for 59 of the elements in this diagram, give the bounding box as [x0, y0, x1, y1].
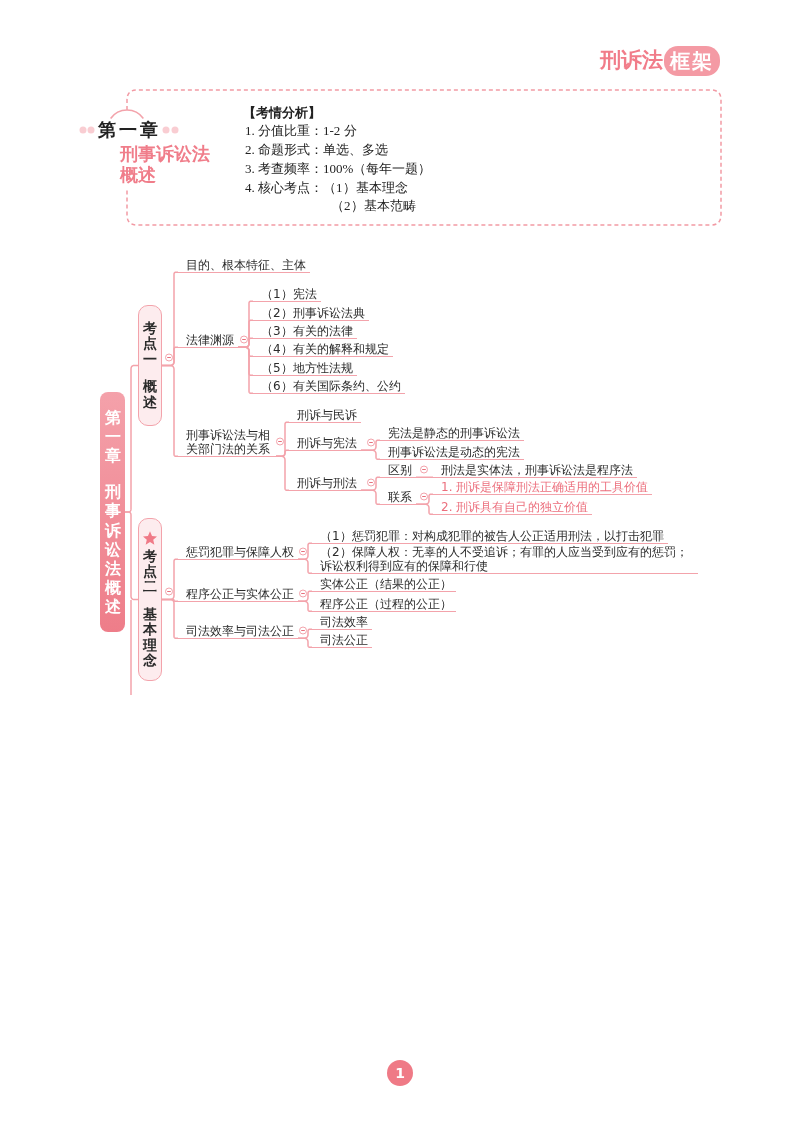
- branch-topic: 1. 刑诉是保障刑法正确适用的工具价值: [433, 480, 653, 495]
- connector-line: [297, 558, 313, 574]
- branch-topic: 刑事诉讼法与相关部门法的关系: [178, 428, 276, 457]
- branch-topic: 司法效率: [312, 615, 372, 630]
- branch-topic: 刑诉与宪法: [289, 436, 361, 451]
- branch-topic: 司法公正: [312, 633, 372, 648]
- branch-topic: 刑事诉讼法是动态的宪法: [380, 445, 524, 460]
- branch-topic: （1）惩罚犯罪：对构成犯罪的被告人公正适用刑法，以打击犯罪: [312, 529, 668, 544]
- branch-topic: （2）刑事诉讼法典: [253, 306, 369, 321]
- branch-topic: 联系: [380, 490, 416, 505]
- exam-note: （2）基本范畴: [331, 197, 416, 215]
- branch-topic: （4）有关的解释和规定: [253, 342, 393, 357]
- root-topic-box: [100, 392, 125, 632]
- topic-label: 刑事诉讼法概述: [104, 482, 121, 617]
- chapter-number: 第一章: [98, 119, 161, 141]
- exam-note: 4. 核心考点：（1）基本理念: [245, 179, 408, 197]
- section-heading: 【考情分析】: [243, 104, 321, 122]
- topic-label: 第一章: [104, 407, 121, 466]
- branch-topic: 区别: [380, 463, 416, 478]
- topic-label: 基本理念: [143, 606, 157, 669]
- connector-line: [161, 346, 179, 367]
- topic-label: 概述: [143, 379, 157, 410]
- topic-label: 考点二: [143, 548, 157, 595]
- topic-label: 考点一: [143, 321, 157, 368]
- exam-note: 3. 考查频率：100%（每年一题）: [245, 160, 432, 178]
- connector-line: [360, 449, 381, 460]
- branch-topic: 2. 刑诉具有自己的独立价值: [433, 500, 593, 515]
- branch-topic: （1）宪法: [253, 287, 321, 302]
- page-number: 1: [387, 1060, 413, 1086]
- topic-box: [138, 305, 162, 426]
- connector-line: [415, 503, 434, 515]
- connector-line: [297, 637, 313, 648]
- header-badge: 框架: [664, 46, 720, 76]
- branch-topic: （5）地方性法规: [253, 361, 357, 376]
- connector-line: [297, 600, 313, 612]
- exam-note: 1. 分值比重：1-2 分: [245, 122, 357, 140]
- branch-topic: 宪法是静态的刑事诉讼法: [380, 426, 524, 441]
- branch-topic: 刑诉与刑法: [289, 476, 361, 491]
- connector-line: [360, 476, 381, 491]
- branch-topic: 实体公正（结果的公正）: [312, 577, 456, 592]
- branch-topic: 司法效率与司法公正: [178, 624, 298, 639]
- branch-topic: （6）有关国际条约、公约: [253, 379, 405, 394]
- branch-topic: 刑法是实体法，刑事诉讼法是程序法: [433, 463, 637, 478]
- branch-topic: 目的、根本特征、主体: [178, 258, 310, 273]
- connector-line: [124, 511, 139, 601]
- branch-topic: 刑诉与民诉: [289, 408, 361, 423]
- branch-topic: （2）保障人权：无辜的人不受追诉；有罪的人应当受到应有的惩罚；诉讼权利得到应有的保障和行使: [312, 545, 698, 574]
- connector-line: [415, 476, 434, 478]
- branch-topic: 惩罚犯罪与保障人权: [178, 545, 298, 560]
- exam-note: 2. 命题形式：单选、多选: [245, 141, 388, 159]
- branch-topic: 法律渊源: [178, 333, 238, 348]
- header-title: 刑诉法: [600, 47, 663, 74]
- connector-line: [275, 449, 290, 457]
- topic-box: [138, 518, 162, 681]
- branch-topic: （3）有关的法律: [253, 324, 357, 339]
- chapter-title: 刑事诉讼法概述: [120, 143, 211, 185]
- branch-topic: 程序公正（过程的公正）: [312, 597, 456, 612]
- connector-line: [237, 346, 254, 357]
- branch-topic: 程序公正与实体公正: [178, 587, 298, 602]
